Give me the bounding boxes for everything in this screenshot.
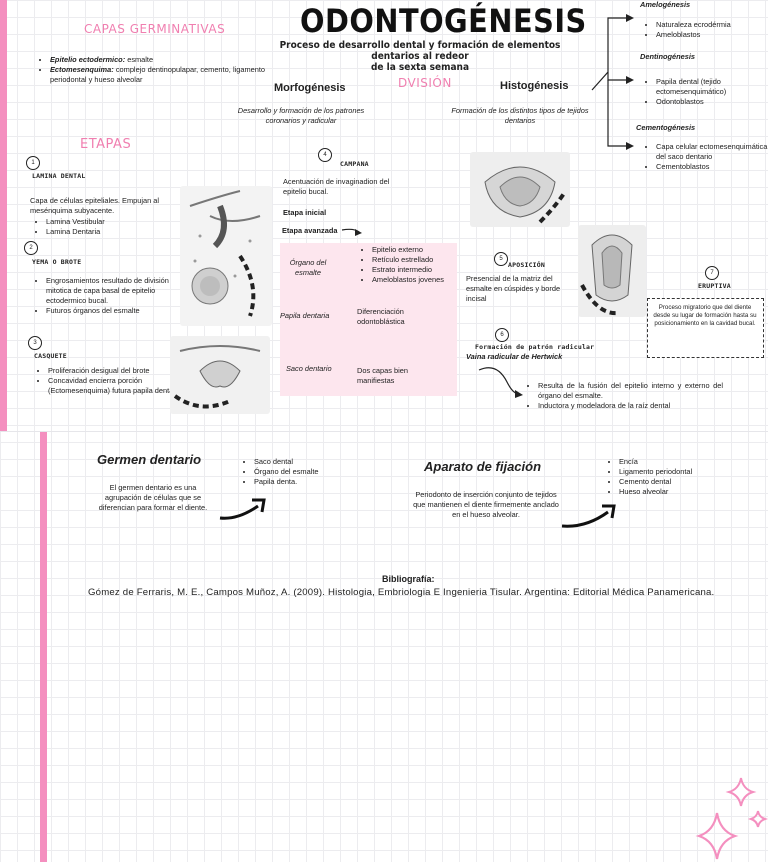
stage-4-number: 4 [318, 148, 332, 162]
stage-7-desc: Proceso migratorio que del diente desde … [653, 304, 757, 328]
stage-1-list: Lamina Vestibular Lamina Dentaria [32, 217, 186, 237]
list-item: Odontoblastos [656, 97, 768, 107]
stage-3-name: CASQUETE [34, 352, 67, 360]
biblio-title: Bibliografía: [382, 574, 435, 584]
stage-6-number: 6 [495, 328, 509, 342]
stage-3-list: Proliferación desigual del brote Concavi… [34, 366, 183, 396]
list-item: Encía [619, 457, 739, 467]
stage-1-name: LAMINA DENTAL [32, 172, 86, 180]
list-item: Engrosamientos resultado de división mit… [46, 276, 191, 306]
list-item: Epitelio ectodermico: esmalte [50, 55, 265, 65]
list-item: Ameloblastos jovenes [372, 275, 472, 285]
section-divider [0, 431, 768, 432]
row-label-saco: Saco dentario [286, 364, 332, 373]
sparkle-icon [695, 777, 768, 860]
row-text-papila: Diferenciación odontoblástica [357, 307, 405, 326]
list-item: Órgano del esmalte [254, 467, 364, 477]
germen-title: Germen dentario [97, 452, 202, 467]
page-subtitle: Proceso de desarrollo dental y formación… [255, 40, 585, 73]
row-label-papila: Papila dentaria [280, 311, 330, 320]
dentinogenesis-list: Papila dental (tejido ectomesenquimático… [642, 77, 768, 107]
division-label: DVISIÓN [398, 76, 452, 90]
stage-6-arrow [478, 367, 523, 398]
campana-illustration [470, 152, 570, 227]
stage-1-desc: Capa de células epiteliales. Empujan al … [30, 196, 160, 215]
fijacion-desc: Periodonto de inserción conjunto de teji… [413, 490, 559, 519]
capas-list: Epitelio ectodermico: esmalte Ectomesenq… [36, 55, 265, 85]
list-item: Lamina Vestibular [46, 217, 186, 227]
stage-3-number: 3 [28, 336, 42, 350]
fijacion-title: Aparato de fijación [424, 459, 542, 474]
list-item: Ligamento periodontal [619, 467, 739, 477]
histogenesis-title: Histogénesis [500, 80, 569, 92]
row-label-organo: Órgano del esmalte [289, 258, 327, 277]
histogenesis-desc: Formación de los distintos tipos de teji… [451, 106, 589, 125]
stage-5-number: 5 [494, 252, 508, 266]
dentinogenesis-title: Dentinogénesis [640, 52, 696, 61]
campana-table [280, 243, 457, 396]
list-item: Hueso alveolar [619, 487, 739, 497]
biblio-text: Gómez de Ferraris, M. E., Campos Muñoz, … [88, 587, 715, 598]
list-item: Capa celular ectomesenquimática del saco… [656, 142, 768, 162]
lamina-dental-illustration [180, 186, 272, 326]
list-item: Resulta de la fusión del epitelio intern… [538, 381, 723, 401]
stage-2-name: YEMA O BROTE [32, 258, 82, 266]
stage-7-name: ERUPTIVA [698, 282, 731, 290]
stage-2-number: 2 [24, 241, 38, 255]
stage-6-sub: Vaina radicular de Hertwick [466, 352, 563, 361]
page-title: ODONTOGÉNESIS [300, 2, 587, 40]
campana-arrow [341, 228, 362, 236]
row-text-saco: Dos capas bien manifiestas [357, 366, 408, 385]
list-item: Retículo estrellado [372, 255, 472, 265]
list-item: Papila dental (tejido ectomesenquimático… [656, 77, 768, 97]
list-item: Estrato intermedio [372, 265, 472, 275]
stage-6-list: Resulta de la fusión del epitelio intern… [524, 381, 723, 411]
histogenesis-bracket [591, 14, 634, 150]
subtitle-line-2: de la sexta semana [370, 62, 470, 73]
cementogenesis-title: Cementogénesis [636, 123, 696, 132]
stage-5-desc: Presencial de la matriz del esmalte en c… [466, 274, 561, 303]
stage-6-name: Formación de patrón radicular [475, 343, 595, 351]
list-item: Cementoblastos [656, 162, 768, 172]
list-item: Papila denta. [254, 477, 364, 487]
list-item: Cemento dental [619, 477, 739, 487]
row-list-organo: Epitelio externo Retículo estrellado Est… [358, 245, 472, 285]
stage-4-advanced: Etapa avanzada [282, 226, 338, 235]
etapas-heading: ETAPAS [80, 137, 132, 152]
fijacion-arrow [561, 504, 616, 528]
list-item: Ameloblastos [656, 30, 768, 40]
cementogenesis-list: Capa celular ectomesenquimática del saco… [642, 142, 768, 172]
germen-arrow [219, 498, 266, 520]
list-item: Ectomesenquima: complejo dentinopulapar,… [50, 65, 265, 85]
amelogenesis-list: Naturaleza ecrodérmia Ameloblastos [642, 20, 768, 40]
stage-1-number: 1 [26, 156, 40, 170]
stage-5-name: APOSICIÓN [508, 261, 546, 269]
morfogenesis-desc: Desarrollo y formación de los patrones c… [237, 106, 365, 125]
list-item: Concavidad encierra porción (Ectomesenqu… [48, 376, 183, 396]
list-item: Naturaleza ecrodérmia [656, 20, 768, 30]
germen-desc: El germen dentario es una agrupación de … [98, 483, 208, 512]
morfogenesis-title: Morfogénesis [274, 82, 346, 94]
stage-7-box [647, 298, 764, 358]
stage-4-initial: Etapa inicial [283, 208, 327, 217]
casquete-illustration [170, 336, 270, 414]
subtitle-line-1: Proceso de desarrollo dental y formación… [279, 40, 561, 62]
stage-4-name: CAMPANA [340, 160, 369, 168]
list-item: Proliferación desigual del brote [48, 366, 183, 376]
stage-2-list: Engrosamientos resultado de división mit… [32, 276, 191, 316]
list-item: Epitelio externo [372, 245, 472, 255]
amelogenesis-title: Amelogénesis [640, 0, 691, 9]
left-accent-bar [0, 0, 7, 432]
capas-heading: CAPAS GERMINATIVAS [84, 22, 226, 36]
list-item: Saco dental [254, 457, 364, 467]
left-accent-bar-2 [40, 432, 47, 862]
stage-4-desc: Acentuación de invaginadion del epitelio… [283, 177, 390, 196]
fijacion-list: Encía Ligamento periodontal Cemento dent… [605, 457, 739, 497]
list-item: Inductora y modeladora de la raíz dental [538, 401, 723, 411]
list-item: Futuros órganos del esmalte [46, 306, 191, 316]
aposicion-illustration [578, 225, 646, 317]
stage-7-number: 7 [705, 266, 719, 280]
list-item: Lamina Dentaria [46, 227, 186, 237]
germen-list: Saco dental Órgano del esmalte Papila de… [240, 457, 364, 487]
